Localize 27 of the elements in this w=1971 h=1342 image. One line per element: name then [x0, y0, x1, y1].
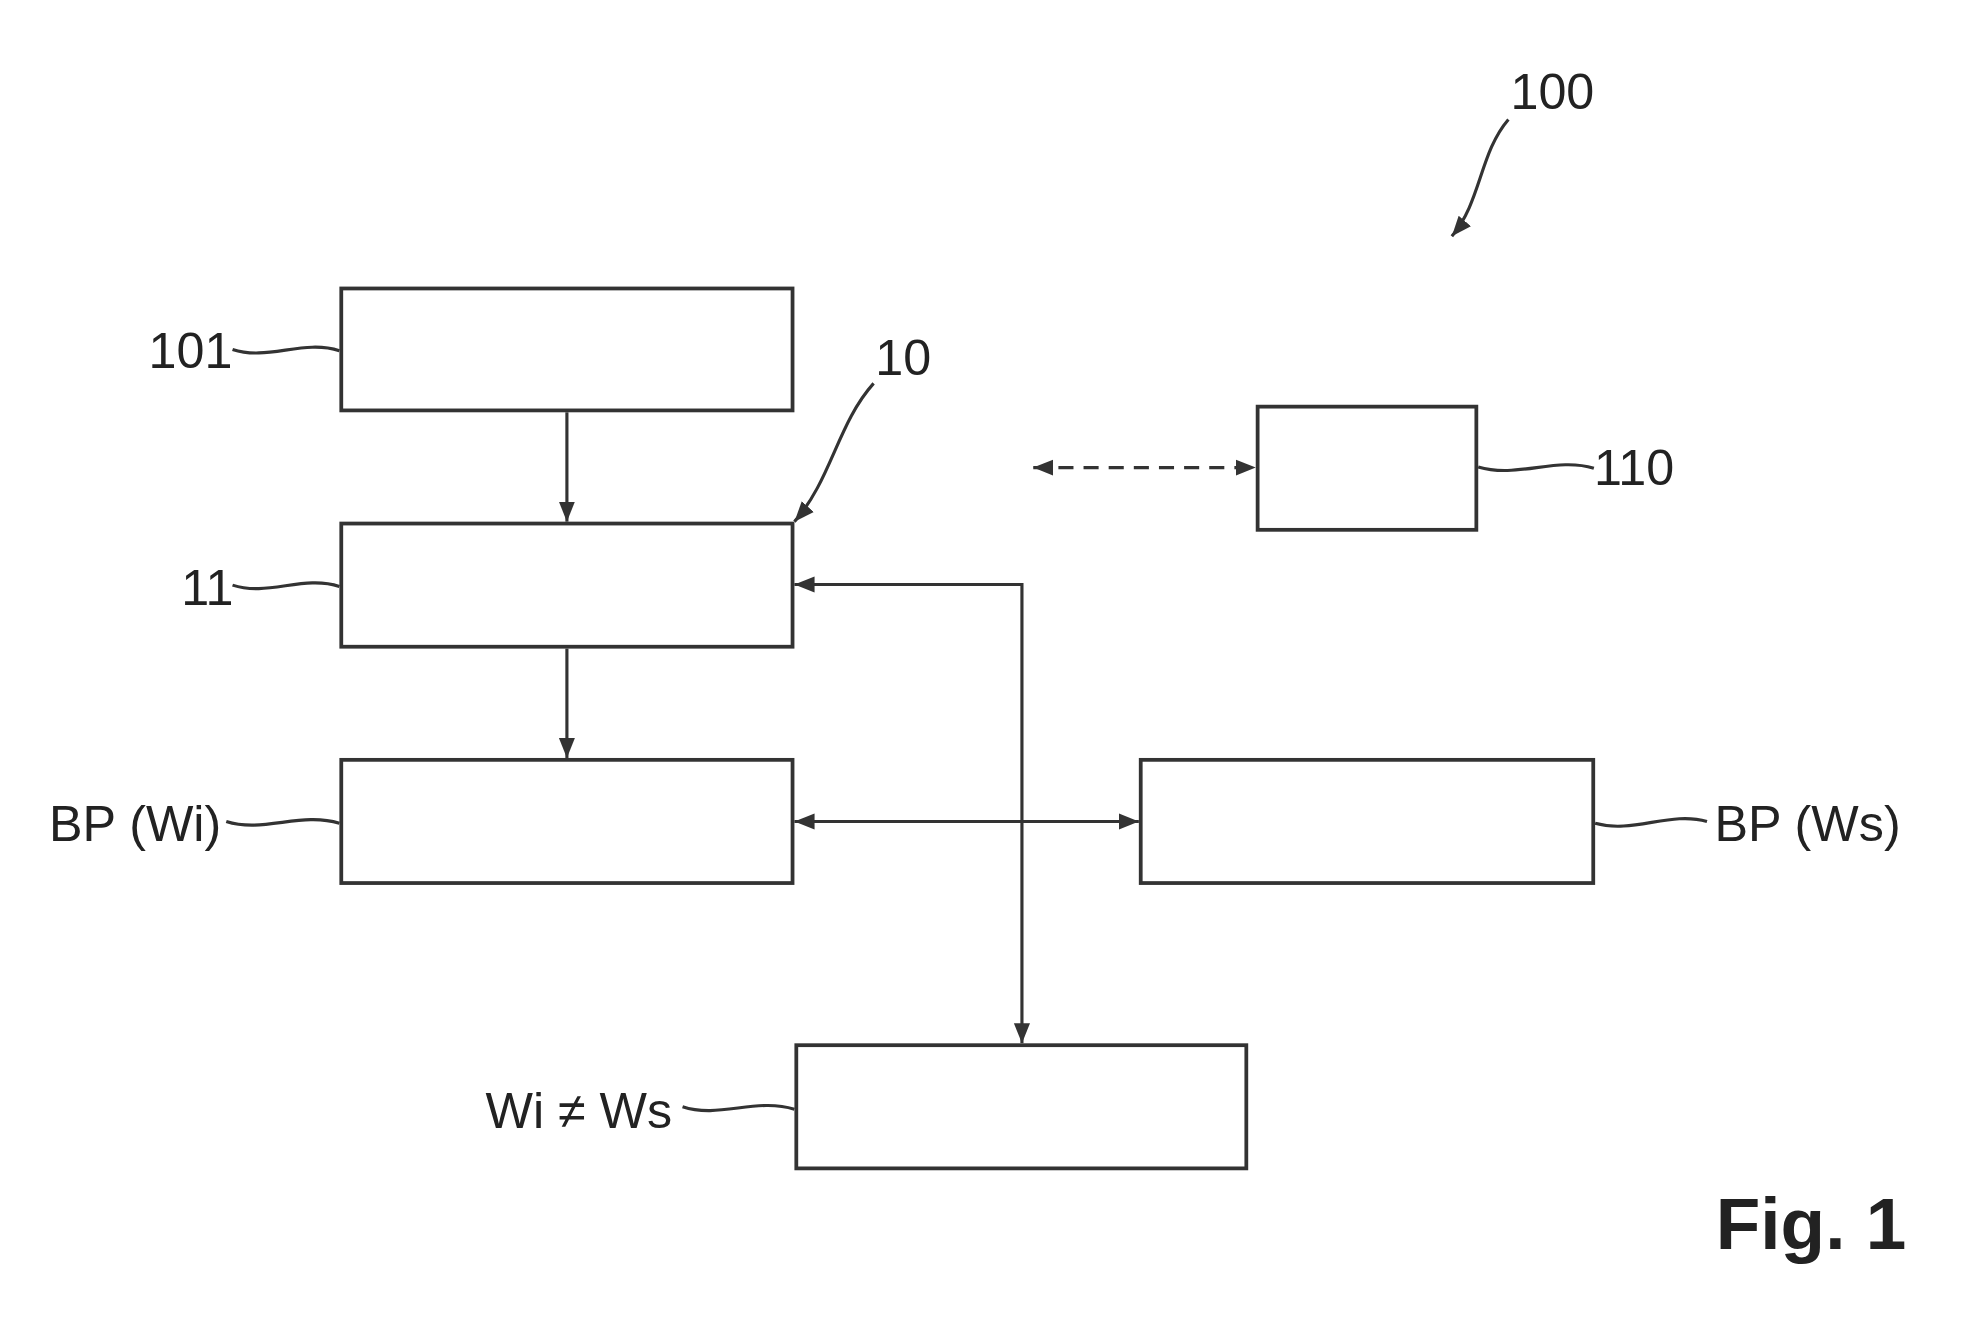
block-box: [339, 757, 795, 885]
arrow: [794, 813, 1139, 830]
arrow: [558, 412, 575, 522]
block-box: [1138, 757, 1596, 885]
reference-label: 101: [148, 324, 233, 378]
block-box: [339, 521, 795, 649]
leader-arrow: [793, 382, 875, 523]
reference-label: 100: [1508, 62, 1597, 120]
dashed-arrow: [1033, 459, 1256, 476]
block-box: [1255, 404, 1479, 532]
reference-label: BP (Wi): [44, 794, 227, 853]
leader-line: [232, 345, 340, 355]
leader-line: [682, 1103, 795, 1113]
reference-label: Wi ≠ Ws: [475, 1081, 683, 1138]
reference-label: 110: [1593, 439, 1675, 494]
leader-line: [1594, 817, 1708, 828]
block-box: [794, 1043, 1249, 1171]
arrow: [794, 576, 1030, 1044]
leader-line: [232, 581, 340, 591]
leader-arrow: [1450, 118, 1510, 238]
block-box: [339, 286, 795, 413]
leader-line: [225, 818, 340, 827]
leader-line: [1477, 463, 1595, 473]
reference-label: BP (Ws): [1707, 794, 1909, 853]
reference-label: 10: [873, 329, 933, 384]
arrow: [558, 648, 575, 758]
reference-label: 11: [182, 559, 233, 614]
